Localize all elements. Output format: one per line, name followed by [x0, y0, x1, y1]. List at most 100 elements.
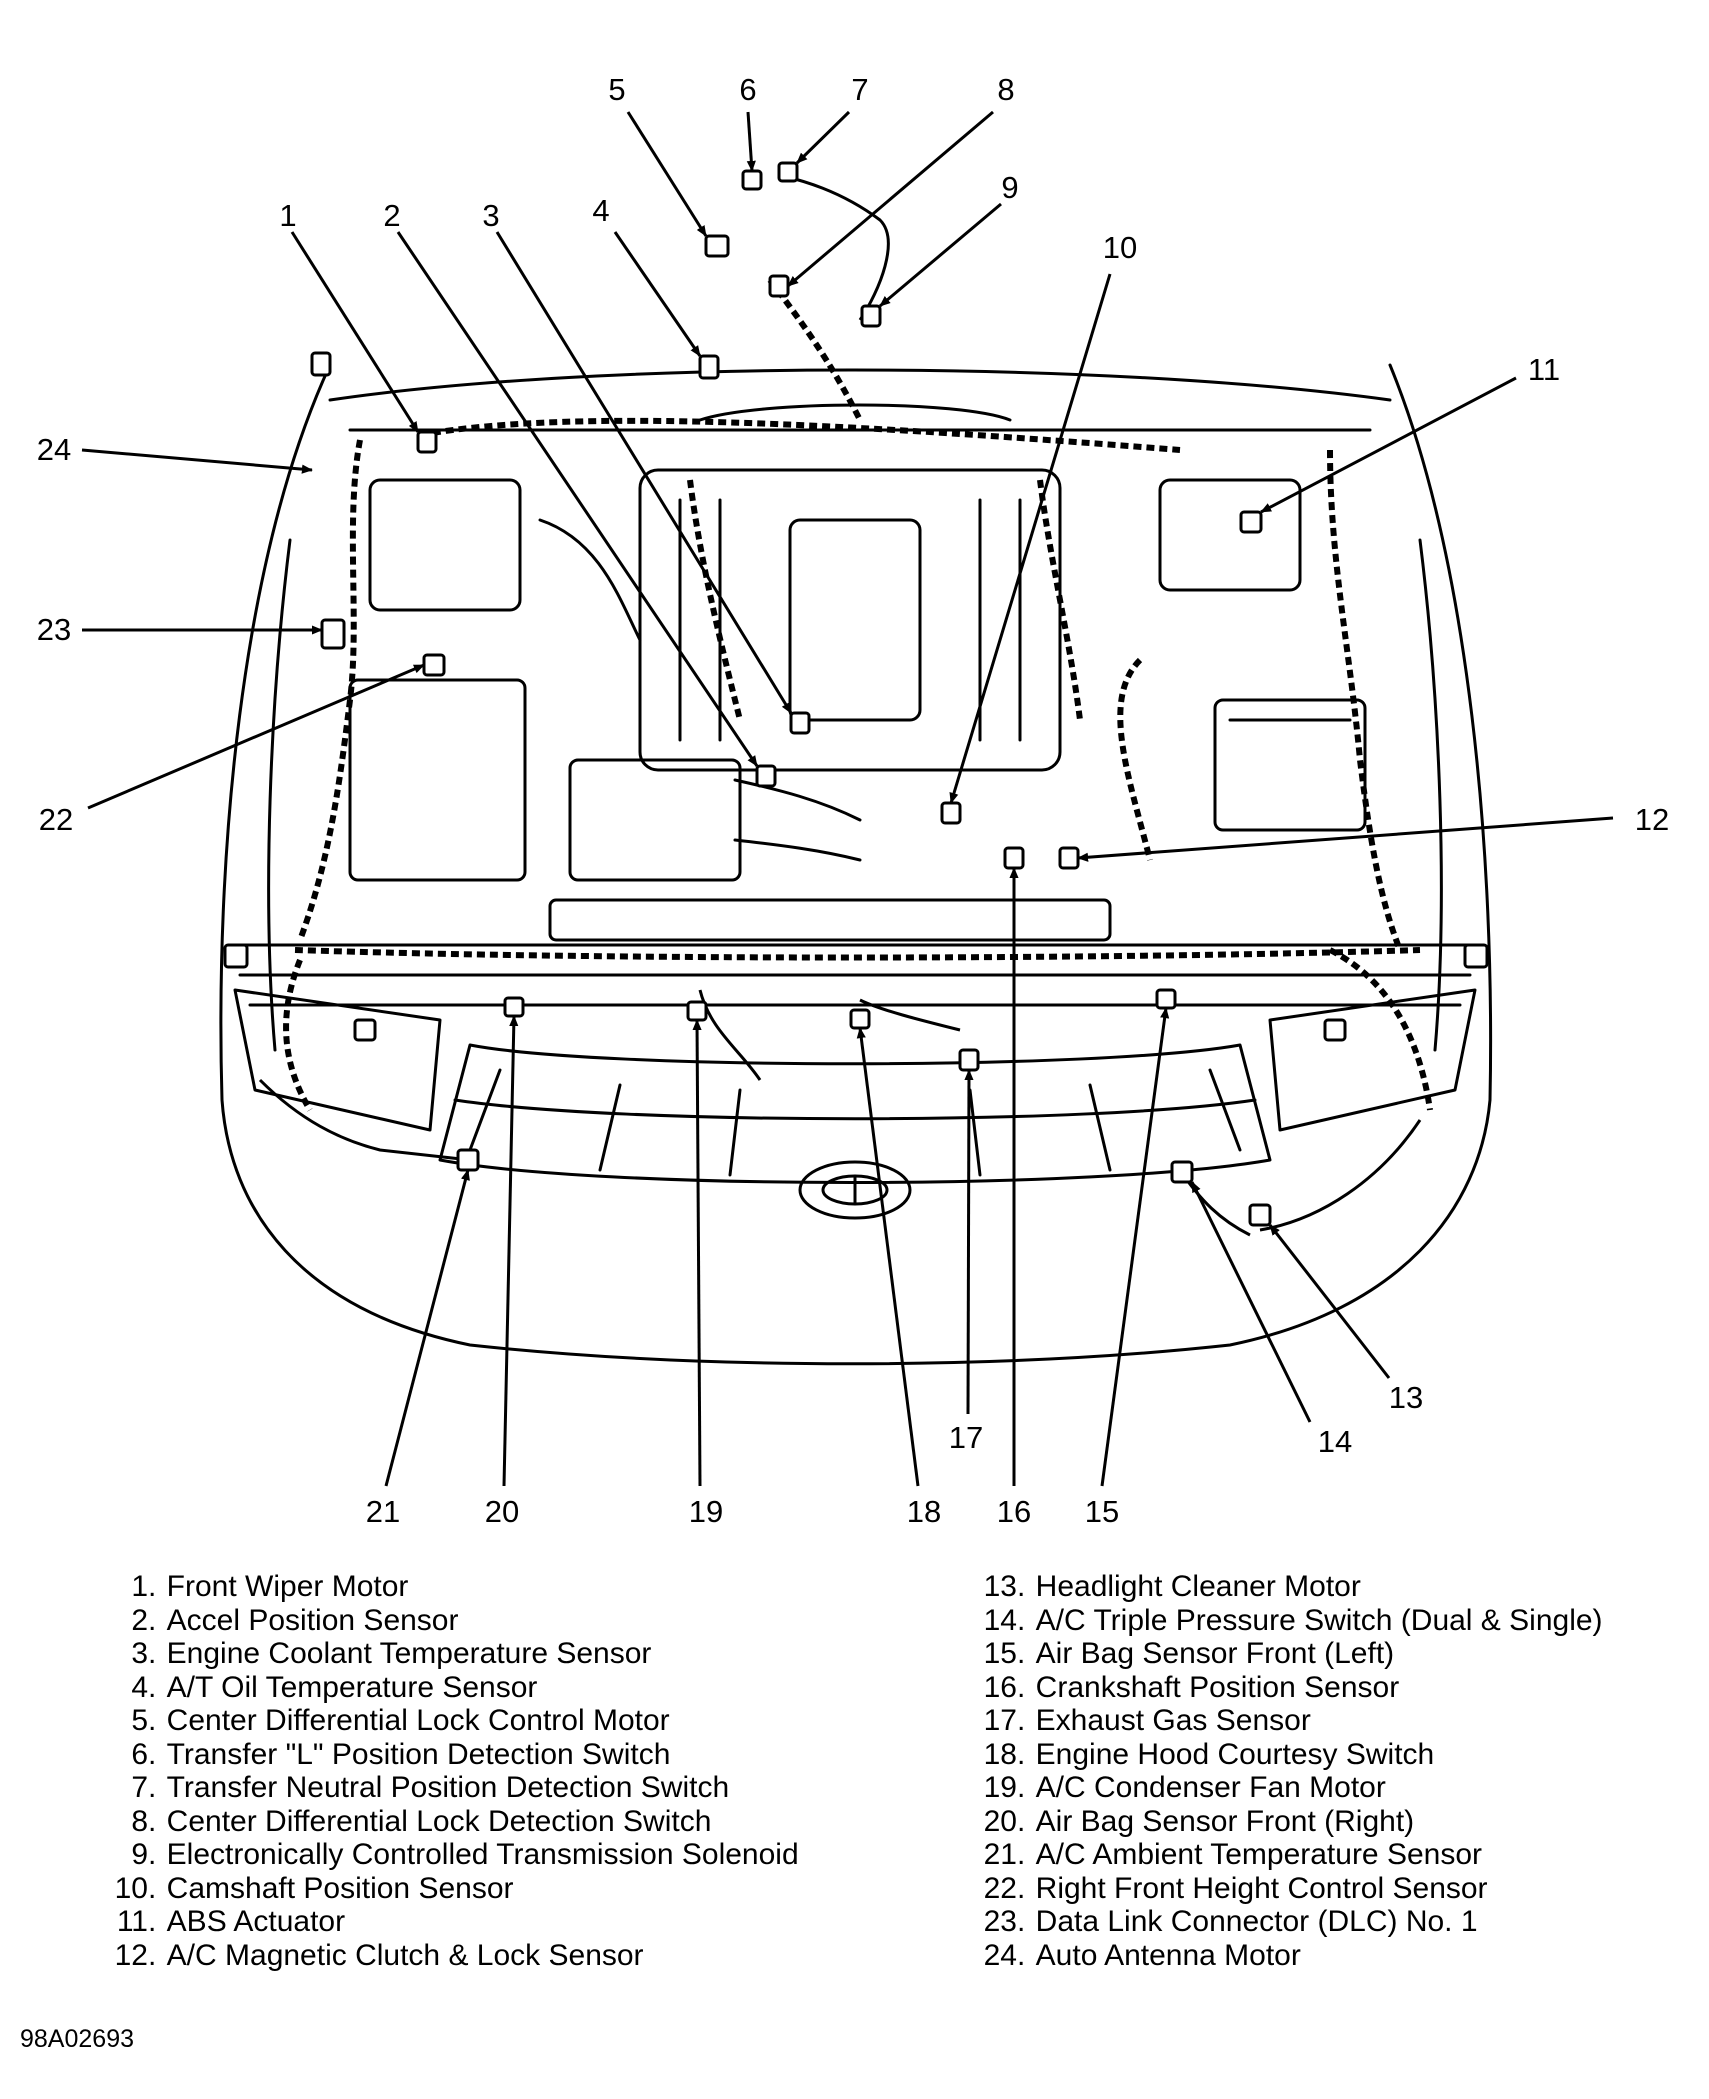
arrow-7 [795, 110, 851, 165]
legend-label: Engine Coolant Temperature Sensor [166, 1637, 652, 1670]
arrow-1 [290, 231, 420, 433]
legend-label: Data Link Connector (DLC) No. 1 [1035, 1905, 1478, 1938]
callout-number-5: 5 [608, 72, 625, 107]
legend-item-19: 19. A/C Condenser Fan Motor [965, 1771, 1685, 1805]
legend-item-2: 2. Accel Position Sensor [96, 1604, 856, 1638]
legend-label: Exhaust Gas Sensor [1035, 1704, 1311, 1737]
callout-number-16: 16 [997, 1494, 1031, 1529]
arrow-24 [81, 448, 313, 474]
callout-number-23: 23 [37, 612, 71, 647]
legend-item-7: 7. Transfer Neutral Position Detection S… [96, 1771, 856, 1805]
legend-label: Transfer "L" Position Detection Switch [166, 1737, 671, 1771]
legend-item-10: 10. Camshaft Position Sensor [96, 1872, 856, 1906]
callout-number-10: 10 [1103, 230, 1137, 265]
arrow-8 [787, 110, 994, 288]
legend-item-8: 8. Center Differential Lock Detection Sw… [96, 1805, 856, 1839]
legend-label: ABS Actuator [166, 1905, 346, 1938]
legend-item-1: 1. Front Wiper Motor [96, 1570, 856, 1604]
arrow-19 [692, 1019, 702, 1487]
legend-number: 19 [983, 1771, 1017, 1804]
arrow-12 [1077, 816, 1614, 862]
engine-compartment-diagram: 1 2 3 4 5 6 7 8 9 10 11 12 13 14 15 16 1… [37, 72, 1669, 1529]
arrow-15 [1100, 1007, 1170, 1487]
callout-number-19: 19 [689, 1494, 723, 1529]
arrow-14 [1190, 1181, 1312, 1423]
legend-number: 23 [983, 1905, 1017, 1938]
legend-number: 18 [983, 1737, 1017, 1771]
callout-number-14: 14 [1318, 1424, 1352, 1459]
arrow-10 [949, 273, 1112, 804]
callout-number-9: 9 [1001, 170, 1018, 205]
arrow-18 [856, 1027, 920, 1487]
legend-item-5: 5. Center Differential Lock Control Moto… [96, 1704, 856, 1738]
legend-number: 7 [131, 1771, 148, 1804]
legend-label: A/C Ambient Temperature Sensor [1035, 1838, 1483, 1871]
callout-number-6: 6 [739, 72, 756, 107]
legend-label: A/C Condenser Fan Motor [1035, 1771, 1386, 1804]
legend-item-24: 24. Auto Antenna Motor [965, 1939, 1685, 1973]
callout-number-7: 7 [851, 72, 868, 107]
arrow-9 [879, 202, 1002, 308]
legend-label: Center Differential Lock Control Motor [166, 1704, 670, 1737]
arrow-3 [495, 231, 793, 714]
legend-label: Air Bag Sensor Front (Right) [1035, 1804, 1415, 1838]
legend-item-13: 13. Headlight Cleaner Motor [965, 1570, 1685, 1604]
legend-item-20: 20. Air Bag Sensor Front (Right) [965, 1805, 1685, 1839]
legend-label: Auto Antenna Motor [1035, 1938, 1301, 1972]
callout-number-15: 15 [1085, 1494, 1119, 1529]
legend-number: 13 [983, 1570, 1017, 1603]
callout-number-2: 2 [383, 198, 400, 233]
legend-label: A/C Magnetic Clutch & Lock Sensor [166, 1938, 644, 1972]
arrow-11 [1260, 376, 1517, 514]
legend-item-12: 12. A/C Magnetic Clutch & Lock Sensor [96, 1939, 856, 1973]
arrow-21 [384, 1169, 470, 1487]
legend-label: Front Wiper Motor [166, 1570, 409, 1603]
legend-item-11: 11. ABS Actuator [96, 1905, 856, 1939]
legend-column-left: 1. Front Wiper Motor 2. Accel Position S… [96, 1570, 856, 1972]
callout-number-11: 11 [1528, 352, 1560, 387]
legend-item-21: 21. A/C Ambient Temperature Sensor [965, 1838, 1685, 1872]
legend-number: 22 [983, 1871, 1017, 1905]
leader-arrows [81, 110, 1614, 1487]
legend-number: 6 [131, 1737, 148, 1771]
arrow-22 [87, 663, 425, 810]
legend-number: 21 [983, 1838, 1017, 1871]
legend-label: Right Front Height Control Sensor [1035, 1871, 1488, 1905]
figure-code: 98A02693 [20, 2025, 135, 2053]
legend-item-6: 6. Transfer "L" Position Detection Switc… [96, 1738, 856, 1772]
legend-label: Headlight Cleaner Motor [1035, 1570, 1361, 1603]
legend-number: 15 [983, 1637, 1017, 1670]
legend-label: A/C Triple Pressure Switch (Dual & Singl… [1035, 1603, 1603, 1637]
callout-number-21: 21 [366, 1494, 400, 1529]
callout-number-17: 17 [949, 1420, 983, 1455]
legend-label: Electronically Controlled Transmission S… [166, 1838, 799, 1871]
legend-number: 1 [131, 1570, 148, 1603]
legend-item-14: 14. A/C Triple Pressure Switch (Dual & S… [965, 1604, 1685, 1638]
legend-number: 16 [983, 1670, 1017, 1704]
legend-item-15: 15. Air Bag Sensor Front (Left) [965, 1637, 1685, 1671]
callout-number-18: 18 [907, 1494, 941, 1529]
callout-number-3: 3 [482, 198, 499, 233]
legend-number: 8 [131, 1804, 148, 1838]
callout-number-22: 22 [39, 802, 73, 837]
callout-number-24: 24 [37, 432, 71, 467]
legend-item-17: 17. Exhaust Gas Sensor [965, 1704, 1685, 1738]
callout-number-12: 12 [1635, 802, 1669, 837]
connectors [223, 161, 1489, 1227]
legend-item-16: 16. Crankshaft Position Sensor [965, 1671, 1685, 1705]
legend-item-4: 4. A/T Oil Temperature Sensor [96, 1671, 856, 1705]
legend-number: 17 [983, 1704, 1017, 1737]
callout-numbers: 1 2 3 4 5 6 7 8 9 10 11 12 13 14 15 16 1… [37, 72, 1669, 1529]
legend-number: 20 [983, 1804, 1017, 1838]
arrow-17 [964, 1069, 974, 1415]
arrow-2 [396, 231, 759, 767]
legend-number: 3 [131, 1637, 148, 1670]
arrow-20 [502, 1015, 519, 1487]
arrow-6 [746, 111, 756, 172]
legend-label: Air Bag Sensor Front (Left) [1035, 1637, 1395, 1670]
legend-item-9: 9. Electronically Controlled Transmissio… [96, 1838, 856, 1872]
legend-number: 10 [114, 1871, 148, 1905]
legend-label: Accel Position Sensor [166, 1603, 459, 1637]
legend-number: 12 [114, 1938, 148, 1972]
legend-label: Engine Hood Courtesy Switch [1035, 1737, 1435, 1771]
